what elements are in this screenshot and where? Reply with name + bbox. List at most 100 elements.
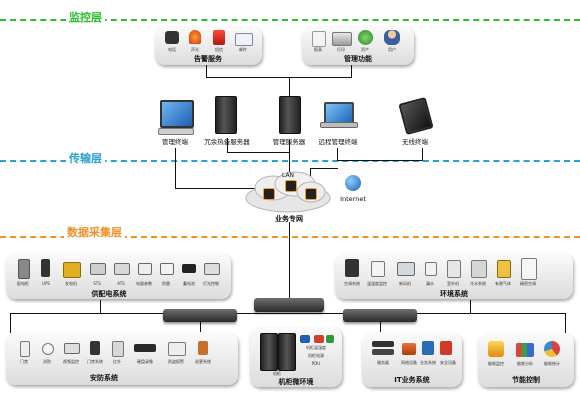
security-device-icon <box>440 341 452 355</box>
printer-icon <box>332 32 352 46</box>
manage-item-label: 资产 <box>361 47 369 52</box>
gas-detector-icon <box>497 260 511 278</box>
asset-icon <box>358 30 373 45</box>
connector <box>565 313 566 333</box>
camera-icon <box>64 343 80 354</box>
network-label: 业务专网 <box>275 215 303 223</box>
connector <box>337 160 423 161</box>
alarm-service-title: 告警服务 <box>194 55 222 63</box>
monitor-layer-separator <box>0 19 580 21</box>
business-system-icon <box>422 341 434 355</box>
connector <box>175 148 176 188</box>
fresh-air-icon <box>397 262 415 276</box>
connector <box>380 322 381 332</box>
battery-icon <box>182 264 196 273</box>
connector <box>289 140 290 185</box>
power-item-label: 灯光控制 <box>203 281 219 286</box>
cabinet-sensor-icon <box>314 335 324 343</box>
generator-icon <box>63 262 81 278</box>
environment-item-label: 温湿度监控 <box>367 281 387 286</box>
siren-icon <box>189 30 201 44</box>
security-item-label: 红外 <box>113 359 121 364</box>
remote-management-terminal[interactable]: 远程管理终端 <box>310 100 366 148</box>
light-control-icon <box>204 263 220 275</box>
connector <box>422 148 423 161</box>
power-distribution-title: 供配电系统 <box>91 290 127 298</box>
manage-item-label: 报表 <box>314 47 322 52</box>
environment-item-label: 室外机 <box>447 281 459 286</box>
laptop-icon <box>324 102 354 124</box>
security-item-label: 门禁 <box>20 359 28 364</box>
outdoor-unit-icon <box>447 260 461 278</box>
cabinet-icon <box>18 259 30 279</box>
manage-item-label: 打印 <box>337 47 345 52</box>
internet-label: Internet <box>340 195 366 203</box>
globe-icon <box>345 175 361 191</box>
power-item-label: 发电机 <box>65 281 77 286</box>
cabinet-sensor-icon <box>300 335 310 343</box>
environment-item-label: 新风机 <box>399 281 411 286</box>
security-item-label: 消防 <box>43 359 51 364</box>
gateway-right-icon <box>343 309 417 322</box>
power-distribution-panel: 配电柜 UPS 发电机 STS ATS 电量参数 防雷 蓄电池 灯光控制 供配电… <box>6 253 231 299</box>
management-terminal[interactable]: 管理终端 <box>150 98 200 148</box>
energy-control-title: 节能控制 <box>512 376 540 384</box>
it-item-label: 业务系统 <box>420 360 436 365</box>
connector <box>337 148 338 160</box>
sts-icon <box>90 263 106 275</box>
power-item-label: 配电柜 <box>17 281 29 286</box>
environment-item-label: 空调系统 <box>344 281 360 286</box>
it-business-title: IT业务系统 <box>394 376 430 384</box>
connector <box>289 77 290 105</box>
redundant-standby-server[interactable]: 冗余热备服务器 <box>200 96 256 148</box>
energy-item-label: 能耗统计 <box>544 361 560 366</box>
access-control-icon <box>90 341 100 355</box>
connector <box>175 188 255 189</box>
nvr-icon <box>134 344 156 352</box>
monitor-icon <box>160 100 194 128</box>
security-item-label: 视频监控 <box>63 359 79 364</box>
transport-layer-separator <box>0 160 580 162</box>
manage-item-label: 用户 <box>388 47 396 52</box>
cabinet-microenv-title: 机柜微环境 <box>278 378 314 386</box>
power-item-label: ATS <box>117 281 125 286</box>
connector <box>10 313 11 333</box>
phone-icon <box>165 31 179 44</box>
connector <box>206 65 207 77</box>
security-title: 安防系统 <box>90 374 118 382</box>
alarm-item-label: 短信 <box>215 47 223 52</box>
connector <box>10 313 565 314</box>
server-label: 无线终端 <box>402 138 428 146</box>
collection-layer-label: 数据采集层 <box>64 224 125 240</box>
management-function-panel: 报表 打印 资产 用户 管理功能 <box>302 27 414 65</box>
environment-title: 环境系统 <box>440 290 468 298</box>
chiller-icon <box>471 260 487 278</box>
cabinet-item-label: PDU <box>311 361 321 366</box>
keyboard-icon <box>158 128 194 135</box>
lan-cloud: LAN <box>243 170 333 214</box>
precision-ac-icon <box>521 258 537 280</box>
meter-icon <box>138 263 152 275</box>
connector <box>310 168 338 169</box>
switch-icon <box>285 180 297 192</box>
internet-node: Internet <box>337 175 377 211</box>
rack-icon <box>278 333 296 371</box>
energy-chart-icon <box>516 343 534 357</box>
connector <box>351 65 352 77</box>
security-item-label: 硬盘录像 <box>137 359 153 364</box>
alarm-item-label: 邮件 <box>239 47 247 52</box>
surge-icon <box>160 263 174 275</box>
ups-icon <box>41 259 50 277</box>
switch-icon <box>305 188 317 200</box>
gateway-center-icon <box>254 298 324 312</box>
management-server[interactable]: 管理服务器 <box>262 96 316 148</box>
tablet-icon <box>398 96 434 136</box>
cabinet-item-label: 机柜温湿度 <box>306 345 326 350</box>
it-server-icon <box>372 341 394 347</box>
it-business-panel: 服务器 网络设备 业务系统 安全设备 IT业务系统 <box>362 333 462 387</box>
server-icon <box>215 96 237 134</box>
water-leak-icon <box>425 262 437 276</box>
environment-item-label: 有害气体 <box>495 281 511 286</box>
wireless-terminal[interactable]: 无线终端 <box>390 96 440 148</box>
server-label: 冗余热备服务器 <box>204 138 250 146</box>
